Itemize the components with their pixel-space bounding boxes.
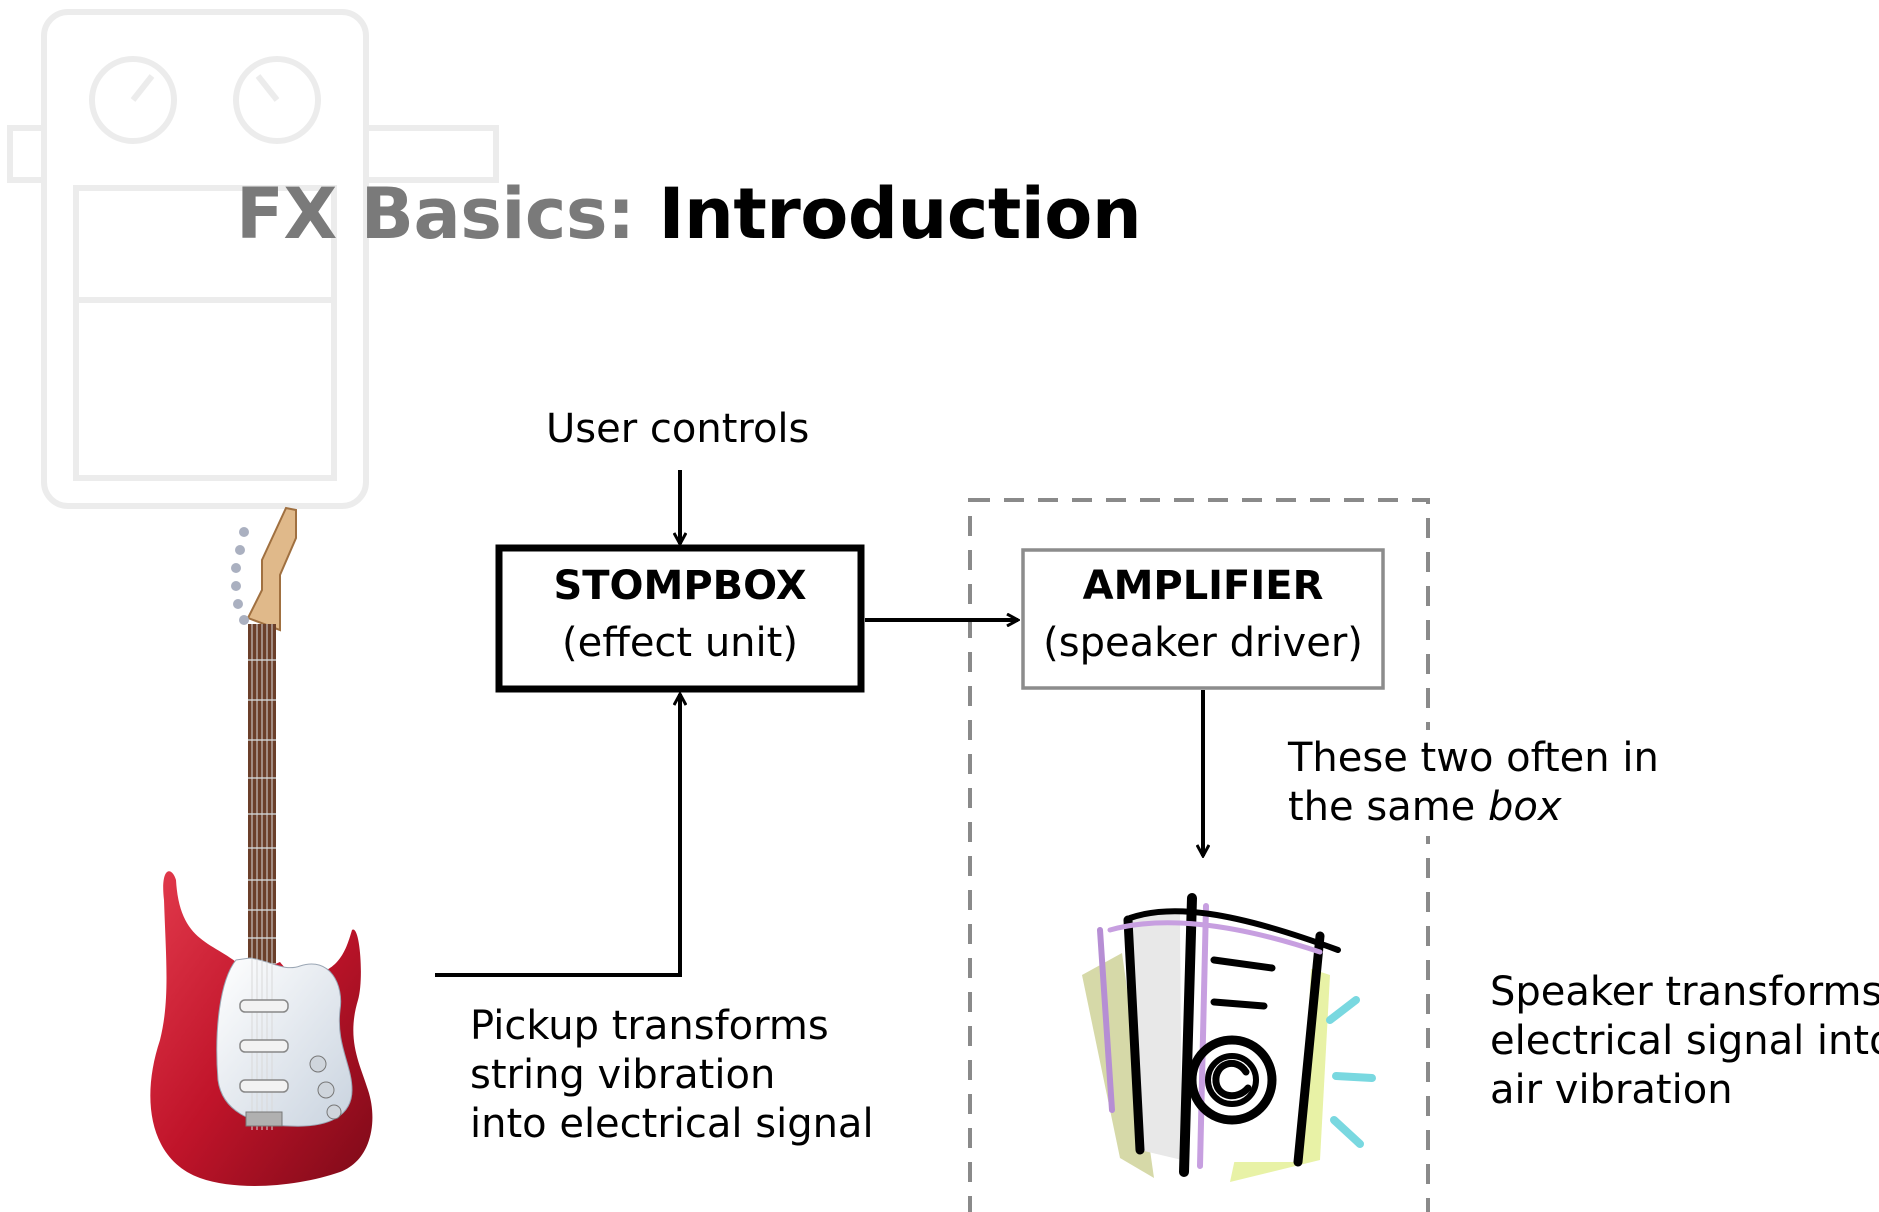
same-box-note-italic: box	[1488, 783, 1562, 830]
pickup-caption-line2: string vibration	[470, 1051, 776, 1098]
electric-guitar-icon	[150, 506, 373, 1186]
amplifier-title: AMPLIFIER	[1082, 563, 1324, 609]
title-prefix: FX Basics:	[236, 173, 635, 255]
speaker-caption: Speaker transforms electrical signal int…	[1490, 968, 1879, 1114]
same-box-dashed-outline	[968, 498, 1430, 1212]
speaker-caption-line3: air vibration	[1490, 1066, 1733, 1113]
speaker-caption-line2: electrical signal into	[1490, 1017, 1879, 1064]
amplifier-label: AMPLIFIER (speaker driver)	[1023, 558, 1383, 672]
same-box-note-line2: the same	[1288, 783, 1476, 830]
same-box-note-line1: These two often in	[1288, 735, 1659, 781]
pickup-caption-line3: into electrical signal	[470, 1100, 874, 1147]
user-controls-label: User controls	[546, 406, 810, 452]
pickup-caption-line1: Pickup transforms	[470, 1003, 829, 1049]
stompbox-title: STOMPBOX	[553, 563, 807, 609]
speaker-caption-line1: Speaker transforms	[1490, 969, 1879, 1015]
title-main: Introduction	[658, 173, 1142, 255]
stompbox-subtitle: (effect unit)	[562, 619, 798, 666]
stompbox-label: STOMPBOX (effect unit)	[499, 558, 861, 672]
page-title: FX Basics: Introduction	[236, 172, 1142, 257]
stompbox-watermark-icon	[7, 9, 499, 509]
amplifier-subtitle: (speaker driver)	[1043, 619, 1363, 666]
pickup-caption: Pickup transforms string vibration into …	[470, 1002, 874, 1148]
amplifier-box	[1021, 548, 1385, 690]
speaker-clipart-icon	[1082, 893, 1376, 1182]
guitar-to-stompbox-arrow	[435, 694, 680, 977]
stompbox-box	[495, 544, 865, 693]
same-box-note: These two often in the same box	[1286, 730, 1667, 836]
